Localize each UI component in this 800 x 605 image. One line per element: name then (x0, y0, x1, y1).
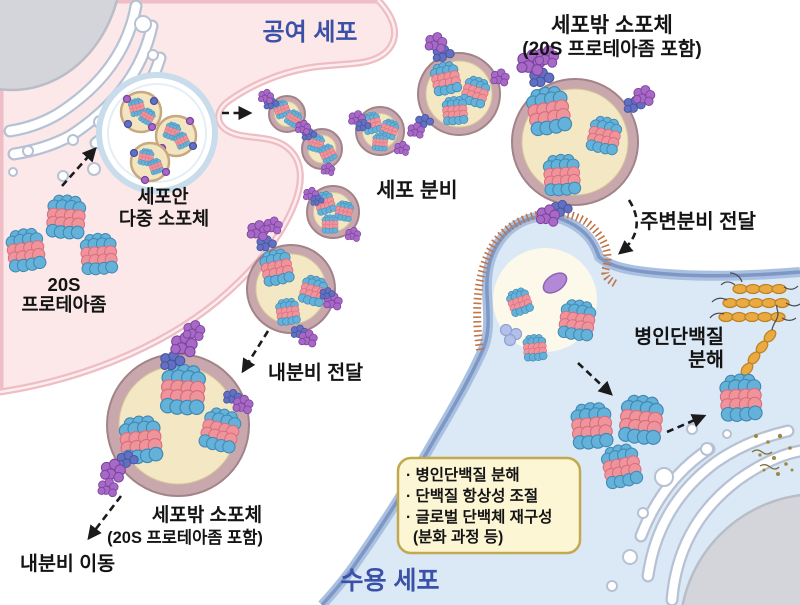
recipient-membrane-inner-line (320, 214, 800, 605)
proteasome-icon (569, 400, 615, 451)
proteasome-icon (79, 231, 119, 277)
donor-cell-region (0, 0, 399, 396)
arrow-proteasome-to-mvb (61, 147, 97, 187)
proteasome-icon (617, 392, 666, 447)
secreted-vesicle-small-2 (294, 119, 343, 177)
cargo-protein-blue (499, 323, 523, 347)
paracrine-label: 주변분비 전달 (640, 210, 757, 233)
proteasome-label-line2: 프로테아좀 (21, 294, 106, 315)
multivesicular-body (96, 72, 218, 194)
proteasome-icon (718, 372, 764, 423)
endocytosed-cargo (499, 272, 598, 363)
recipient-nucleus-golgi (606, 423, 800, 605)
arrow-degradation (666, 414, 707, 434)
pathogenic-fibrils (709, 272, 800, 323)
endocrine-delivery-label: 내분비 전달 (268, 362, 363, 384)
proteasome-icon (542, 152, 582, 198)
proteasome-icon (521, 333, 548, 363)
donor-cell-label: 공여 세포 (263, 19, 358, 46)
proteasome-icon (441, 95, 469, 127)
functions-box-frame (396, 456, 582, 555)
recipient-cell-label: 수용 세포 (341, 567, 440, 595)
proteasome-label-line1: 20S (48, 274, 81, 295)
functions-box-item1: · 병인단백질 분해 (406, 465, 520, 484)
mvb-vesicle (119, 90, 163, 134)
secreted-vesicle-medium-3 (302, 185, 362, 242)
ev-bottom-label-line2: (20S 프로테아좀 포함) (107, 527, 263, 547)
ev-bottom-label-line1: 세포밖 소포체 (152, 504, 262, 526)
secreted-vesicle-medium-2 (407, 32, 510, 139)
functions-box: · 병인단백질 분해 · 단백질 항상성 조절 · 글로벌 단백체 재구성 (분… (396, 456, 582, 555)
mvb-vesicle (129, 141, 171, 185)
donor-membrane-inner-line (0, 0, 396, 394)
arrow-endocrine-delivery (241, 330, 270, 374)
recipient-nucleus (681, 493, 800, 605)
endocrine-move-label: 내분비 이동 (20, 553, 115, 575)
secreted-vesicle-small-1 (257, 88, 311, 134)
mvb-label-line2: 다중 소포체 (119, 208, 209, 229)
functions-box-item2: · 단백질 항상성 조절 (406, 486, 538, 505)
cargo-protein-purple (542, 272, 568, 294)
proteasome-icon (371, 132, 389, 152)
proteasome-icon (321, 214, 339, 234)
mvb-vesicle (154, 114, 198, 158)
ev-top-label-line2: (20S 프로테아좀 포함) (522, 38, 701, 60)
proteasome-icon (159, 362, 207, 417)
secreted-vesicle-medium-1 (348, 106, 411, 156)
donor-nucleus (0, 0, 119, 92)
degradation-label-line1: 병인단백질 (634, 326, 724, 348)
functions-box-item3: · 글로벌 단백체 재구성 (406, 508, 552, 526)
arrow-cargo-release (577, 362, 613, 396)
proteasome-icon (45, 193, 88, 241)
degrading-proteasome (718, 304, 794, 476)
mvb-label-line1: 세포안 (137, 186, 188, 207)
ruffled-membrane (473, 209, 619, 351)
extracellular-vesicle-bottom (97, 320, 254, 498)
arrow-paracrine (617, 199, 638, 255)
degradation-products (751, 433, 794, 476)
extracellular-vesicle-top (511, 45, 656, 227)
functions-box-item4: (분화 과정 등) (413, 527, 503, 546)
endocrine-vesicle (246, 216, 343, 348)
arrow-endocrine-move (87, 495, 123, 541)
secretion-label: 세포 분비 (376, 179, 457, 202)
ev-top-label-line1: 세포밖 소포체 (551, 14, 673, 37)
degradation-label-line2: 분해 (688, 349, 724, 371)
